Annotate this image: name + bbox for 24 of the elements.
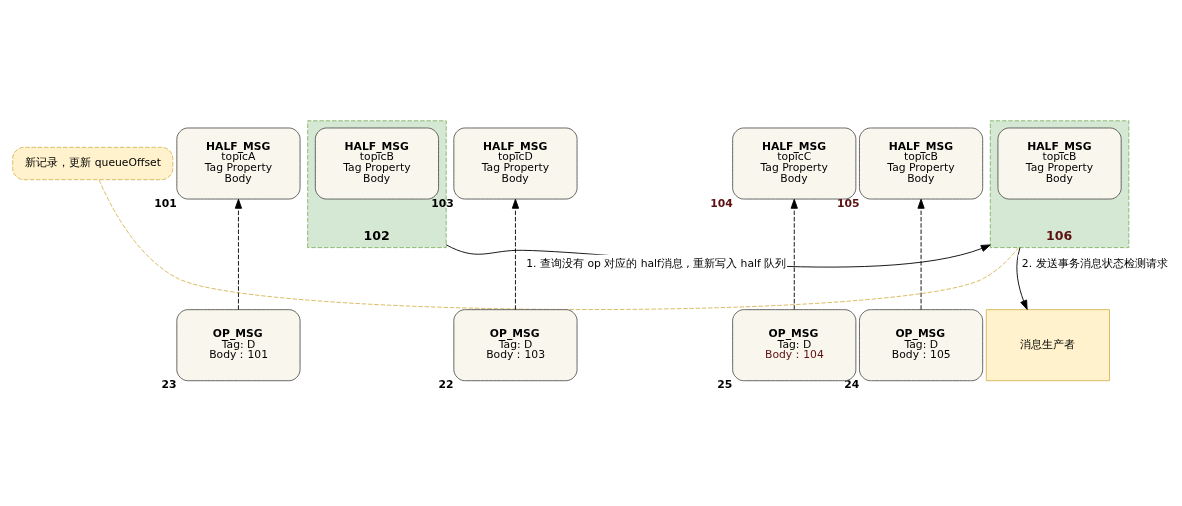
node-box: HALF_MSG topicB Tag Property Body [314, 127, 439, 200]
node-box: HALF_MSG topicB Tag Property Body [997, 127, 1122, 200]
arrow [917, 198, 925, 311]
node-box: HALF_MSG topicB Tag Property Body [859, 127, 984, 200]
node-box: OP_MSG Tag: D Body：101 [176, 309, 301, 382]
node-label: 104 [710, 196, 733, 210]
arrow [511, 198, 520, 311]
node-box: HALF_MSG topicD Tag Property Body [453, 127, 578, 200]
arrow [790, 198, 798, 311]
node-label: 22 [438, 378, 454, 392]
node-label: 101 [154, 196, 177, 210]
edge-label: 2. 发送事务消息状态检测请求 [1021, 257, 1168, 271]
node-box: HALF_MSG topicA Tag Property Body [176, 127, 301, 200]
arrow [1016, 247, 1028, 310]
node-box: 新记录，更新 queueOffset [12, 146, 174, 181]
connector [98, 179, 1019, 310]
node-label: 25 [717, 378, 733, 392]
node-label: 23 [161, 378, 177, 392]
node-box: HALF_MSG topicC Tag Property Body [732, 127, 857, 200]
node-box: OP_MSG Tag: D Body：105 [859, 309, 984, 382]
arrow [234, 198, 243, 311]
edge-label: 1. 查询没有 op 对应的 half消息 , 重新写入 half 队列 [526, 257, 787, 271]
node-box: OP_MSG Tag: D Body：103 [453, 309, 578, 382]
node-box: 消息生产者 [985, 309, 1110, 382]
